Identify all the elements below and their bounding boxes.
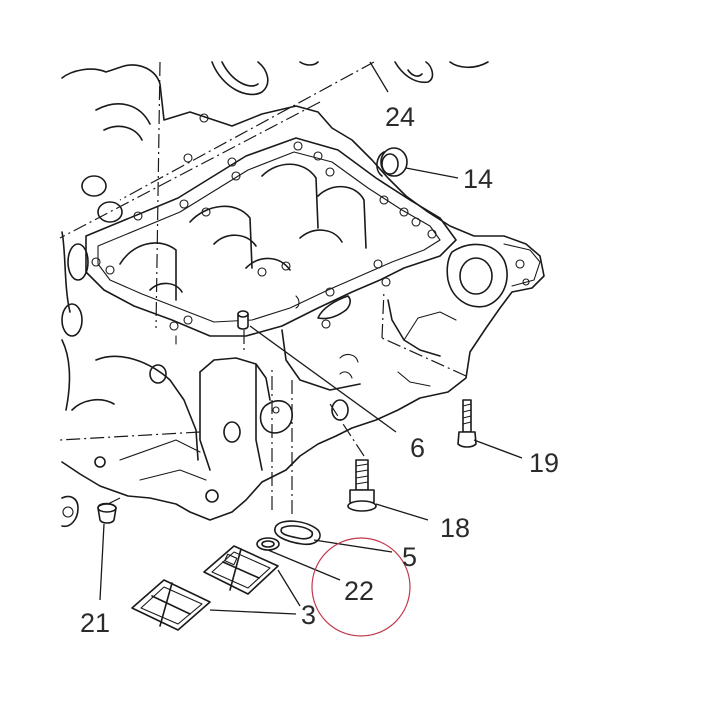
part-19-bolt xyxy=(457,399,477,448)
callout-18: 18 xyxy=(440,513,470,543)
crankcase-block xyxy=(61,64,545,528)
callout-labels: 24 14 19 6 18 5 22 3 21 xyxy=(80,102,559,638)
callout-6: 6 xyxy=(410,433,425,463)
part-3-gasket-lower xyxy=(131,579,211,631)
part-21-drain-plug xyxy=(97,502,117,524)
callout-21: 21 xyxy=(80,608,110,638)
part-3-gasket-upper xyxy=(203,545,279,595)
part-5-o-ring xyxy=(274,520,321,546)
part-18-flange-bolt xyxy=(347,459,377,512)
part-22-o-ring xyxy=(256,537,280,551)
callout-14: 14 xyxy=(463,164,493,194)
deck-bolt-holes xyxy=(91,113,437,331)
callout-5: 5 xyxy=(402,542,417,572)
part-6-dowel-pin xyxy=(237,310,249,330)
highlight-circle xyxy=(311,537,411,637)
center-lines xyxy=(59,61,467,514)
callout-3: 3 xyxy=(301,600,316,630)
callout-24: 24 xyxy=(385,102,415,132)
callout-19: 19 xyxy=(529,448,559,478)
leader-lines xyxy=(99,61,523,615)
upper-partial-parts xyxy=(211,61,489,96)
callout-22: 22 xyxy=(344,576,374,606)
part-14-oil-seal xyxy=(376,147,408,177)
